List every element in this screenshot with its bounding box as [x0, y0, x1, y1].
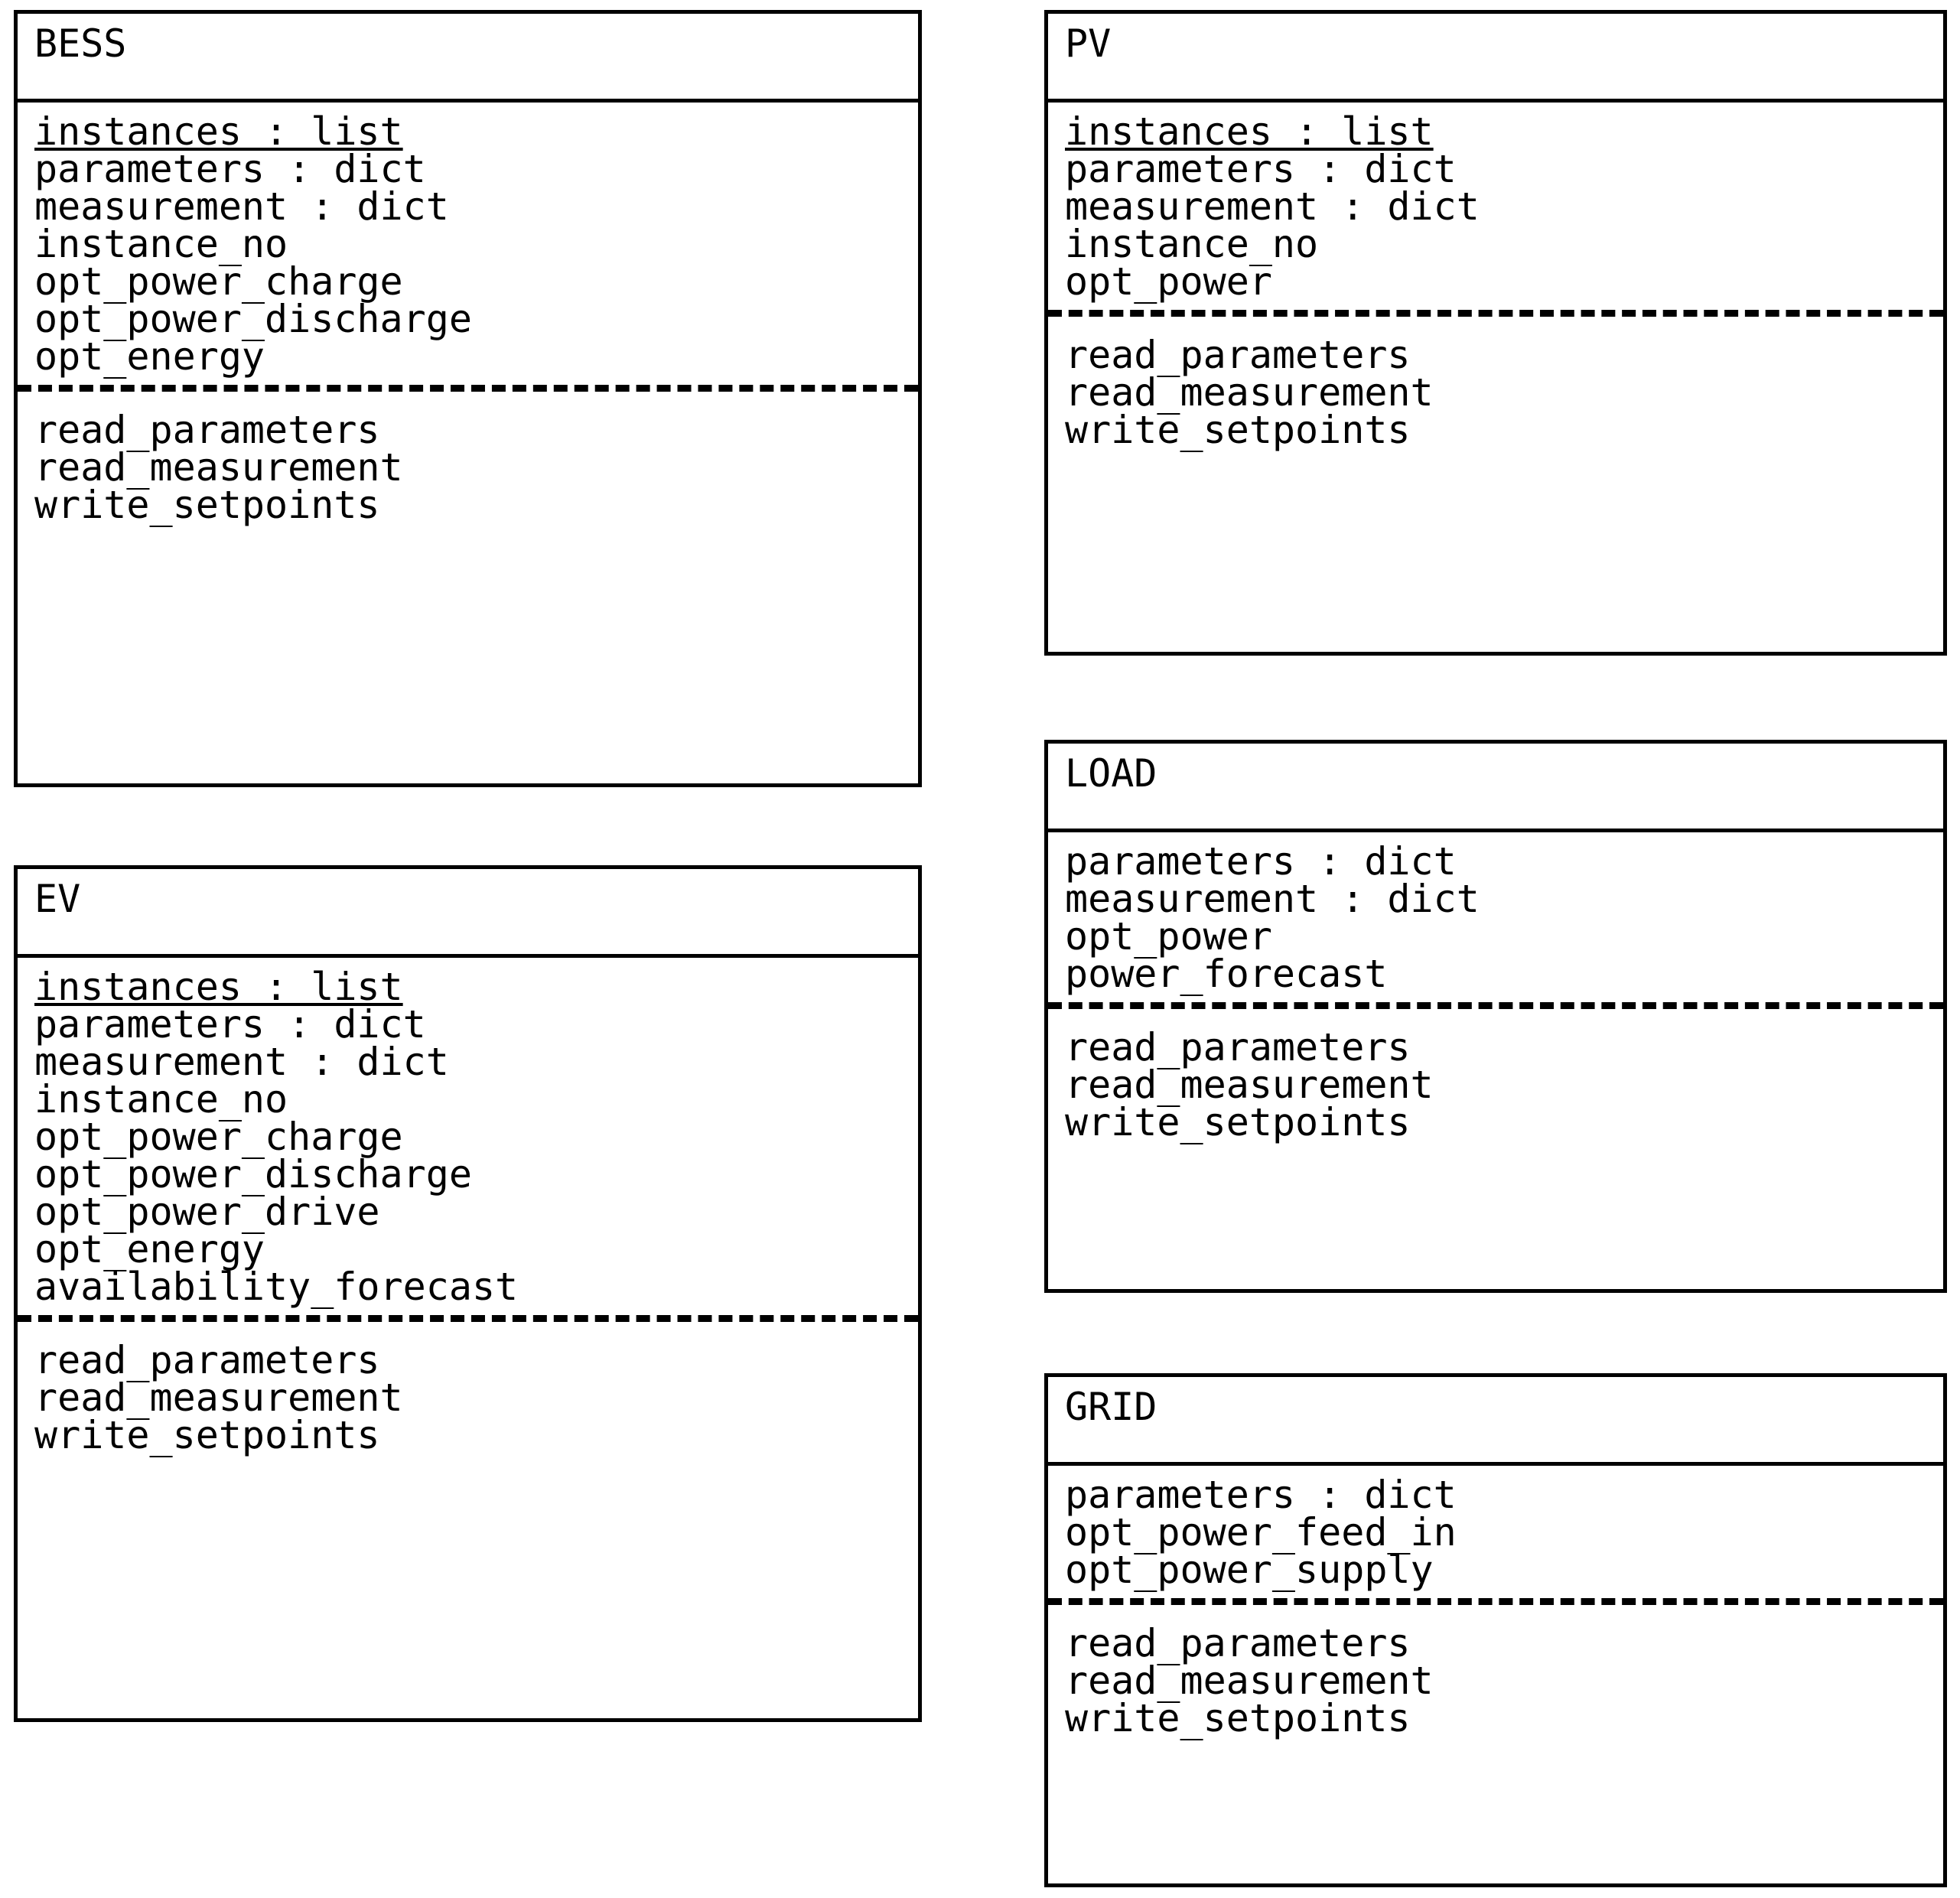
methods-compartment-pv: read_parameters read_measurement write_s… — [1048, 317, 1943, 463]
method-row: write_setpoints — [1065, 1696, 1411, 1740]
method-row: read_measurement — [34, 445, 403, 490]
attribute-row: parameters : dict — [1065, 1473, 1457, 1517]
attribute-row: opt_power_drive — [34, 1190, 380, 1234]
class-title-pv: PV — [1065, 21, 1112, 66]
method-row: read_parameters — [34, 1338, 380, 1382]
method-row: read_parameters — [1065, 1621, 1411, 1665]
attribute-row: parameters : dict — [34, 1002, 426, 1047]
methods-compartment-ev: read_parameters read_measurement write_s… — [18, 1322, 918, 1468]
compartment-separator-dashed — [1048, 1002, 1943, 1009]
attribute-row: opt_power — [1065, 914, 1272, 959]
class-box-ev[interactable]: EV instances : list parameters : dict me… — [14, 865, 922, 1722]
attribute-row: parameters : dict — [1065, 839, 1457, 884]
attributes-compartment-bess: instances : list parameters : dict measu… — [18, 103, 918, 385]
class-header-ev: EV — [18, 869, 918, 958]
method-row: read_measurement — [1065, 1063, 1434, 1107]
attributes-compartment-pv: instances : list parameters : dict measu… — [1048, 103, 1943, 310]
methods-compartment-bess: read_parameters read_measurement write_s… — [18, 392, 918, 538]
method-row: read_parameters — [34, 408, 380, 452]
class-title-load: LOAD — [1065, 751, 1157, 796]
class-box-grid[interactable]: GRID parameters : dict opt_power_feed_in… — [1044, 1373, 1947, 1887]
attribute-row: instance_no — [34, 222, 288, 266]
attributes-compartment-load: parameters : dict measurement : dict opt… — [1048, 832, 1943, 1002]
attribute-row: opt_power_charge — [34, 259, 403, 304]
attribute-row: parameters : dict — [1065, 147, 1457, 191]
attribute-row: opt_power_discharge — [34, 1152, 472, 1196]
attribute-row: measurement : dict — [34, 184, 449, 229]
attribute-row: instances : list — [34, 965, 403, 1009]
attribute-row: instance_no — [1065, 222, 1319, 266]
methods-compartment-grid: read_parameters read_measurement write_s… — [1048, 1605, 1943, 1751]
class-header-load: LOAD — [1048, 744, 1943, 832]
attribute-row: opt_power — [1065, 259, 1272, 304]
attribute-row: availability_forecast — [34, 1265, 519, 1309]
attribute-row: opt_energy — [34, 1227, 265, 1271]
attribute-row: parameters : dict — [34, 147, 426, 191]
compartment-separator-dashed — [18, 385, 918, 392]
method-row: write_setpoints — [1065, 408, 1411, 452]
method-row: write_setpoints — [34, 483, 380, 527]
class-header-pv: PV — [1048, 14, 1943, 103]
compartment-separator-dashed — [1048, 1598, 1943, 1605]
attribute-row: power_forecast — [1065, 952, 1388, 996]
method-row: read_measurement — [1065, 370, 1434, 415]
attribute-row: opt_power_supply — [1065, 1548, 1434, 1592]
attribute-row: opt_power_charge — [34, 1115, 403, 1159]
attribute-row: instances : list — [1065, 109, 1434, 154]
attribute-row: measurement : dict — [1065, 184, 1480, 229]
attribute-row: measurement : dict — [34, 1040, 449, 1084]
attribute-row: instances : list — [34, 109, 403, 154]
class-title-bess: BESS — [34, 21, 127, 66]
attribute-row: measurement : dict — [1065, 877, 1480, 921]
attribute-row: opt_energy — [34, 334, 265, 379]
attribute-row: opt_power_discharge — [34, 297, 472, 341]
class-title-grid: GRID — [1065, 1385, 1157, 1429]
attribute-row: instance_no — [34, 1077, 288, 1122]
method-row: read_measurement — [1065, 1659, 1434, 1703]
class-box-load[interactable]: LOAD parameters : dict measurement : dic… — [1044, 740, 1947, 1293]
class-header-grid: GRID — [1048, 1377, 1943, 1466]
class-box-bess[interactable]: BESS instances : list parameters : dict … — [14, 10, 922, 787]
attributes-compartment-ev: instances : list parameters : dict measu… — [18, 958, 918, 1315]
method-row: read_measurement — [34, 1375, 403, 1420]
compartment-separator-dashed — [18, 1315, 918, 1322]
class-header-bess: BESS — [18, 14, 918, 103]
attribute-row: opt_power_feed_in — [1065, 1510, 1457, 1555]
method-row: write_setpoints — [34, 1413, 380, 1457]
compartment-separator-dashed — [1048, 310, 1943, 317]
method-row: read_parameters — [1065, 1025, 1411, 1069]
method-row: write_setpoints — [1065, 1100, 1411, 1144]
class-box-pv[interactable]: PV instances : list parameters : dict me… — [1044, 10, 1947, 656]
methods-compartment-load: read_parameters read_measurement write_s… — [1048, 1009, 1943, 1155]
attributes-compartment-grid: parameters : dict opt_power_feed_in opt_… — [1048, 1466, 1943, 1598]
class-title-ev: EV — [34, 877, 81, 921]
method-row: read_parameters — [1065, 333, 1411, 377]
